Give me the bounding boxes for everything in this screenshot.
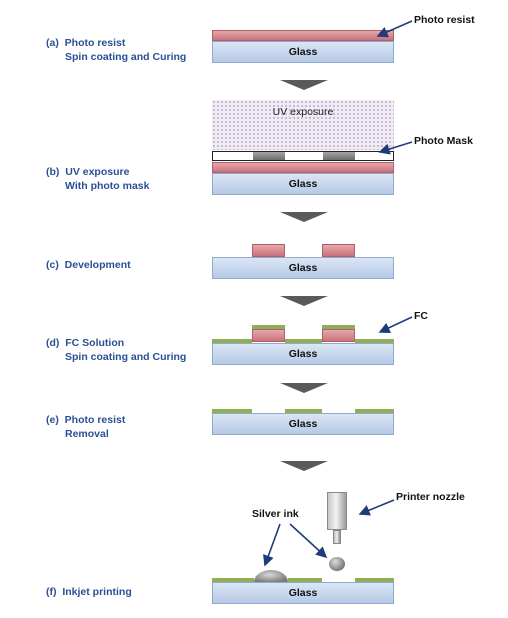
photo-resist-leader-arrow <box>376 20 413 38</box>
photo-resist-layer-a <box>212 30 394 41</box>
mask-opaque-segment-1 <box>253 152 285 160</box>
photo-resist-pattern-d-2 <box>322 329 355 342</box>
glass-substrate-c: Glass <box>212 257 394 279</box>
step-d-subtitle: Spin coating and Curing <box>65 351 187 363</box>
silver-ink-droplet <box>329 557 345 571</box>
photo-resist-layer-b <box>212 162 394 173</box>
fc-layer-f-3 <box>355 578 394 582</box>
photo-resist-pattern-c-2 <box>322 244 355 257</box>
glass-substrate-a: Glass <box>212 41 394 63</box>
fc-layer-e-2 <box>285 409 322 413</box>
printer-nozzle-tip <box>333 530 341 544</box>
fc-leader-arrow <box>378 316 413 333</box>
glass-substrate-b: Glass <box>212 173 394 195</box>
step-c-title: (c) Development <box>46 259 131 271</box>
printed-silver-ink <box>254 570 288 582</box>
uv-exposure-region: UV exposure <box>212 100 394 150</box>
fc-layer-f-2 <box>288 578 322 582</box>
glass-label-d: Glass <box>288 348 318 360</box>
printer-nozzle-leader-arrow <box>358 499 395 516</box>
process-arrow-4 <box>280 383 328 393</box>
fc-layer-d-2 <box>285 339 322 343</box>
silver-ink-callout: Silver ink <box>252 508 299 520</box>
step-a-subtitle: Spin coating and Curing <box>65 51 187 63</box>
glass-label-f: Glass <box>288 587 318 599</box>
step-e-title: (e) Photo resist <box>46 414 126 426</box>
step-b-subtitle: With photo mask <box>65 180 150 192</box>
step-e-subtitle: Removal <box>65 428 109 440</box>
photo-mask-leader-arrow <box>378 141 413 155</box>
photo-resist-pattern-d-1 <box>252 329 285 342</box>
glass-substrate-e: Glass <box>212 413 394 435</box>
process-arrow-3 <box>280 296 328 306</box>
glass-label-b: Glass <box>288 178 318 190</box>
fc-callout: FC <box>414 310 428 322</box>
fc-layer-on-pr-2 <box>322 325 355 329</box>
fc-layer-d-3 <box>355 339 394 343</box>
fc-layer-e-3 <box>355 409 394 413</box>
fc-layer-d-1 <box>212 339 252 343</box>
silver-ink-leader-arrow-2 <box>289 523 328 559</box>
glass-substrate-f: Glass <box>212 582 394 604</box>
glass-substrate-d: Glass <box>212 343 394 365</box>
step-a-title: (a) Photo resist <box>46 37 126 49</box>
photo-resist-callout: Photo resist <box>414 14 475 26</box>
glass-label-a: Glass <box>288 46 318 58</box>
step-f-label: (f) Inkjet printing <box>46 585 132 599</box>
step-b-title: (b) UV exposure <box>46 166 130 178</box>
photo-mask-callout: Photo Mask <box>414 135 473 147</box>
printer-nozzle-callout: Printer nozzle <box>396 491 465 503</box>
process-arrow-1 <box>280 80 328 90</box>
photo-resist-pattern-c-1 <box>252 244 285 257</box>
fc-layer-f-1 <box>212 578 254 582</box>
process-arrow-2 <box>280 212 328 222</box>
photo-mask <box>212 151 394 161</box>
glass-label-e: Glass <box>288 418 318 430</box>
glass-label-c: Glass <box>288 262 318 274</box>
mask-opaque-segment-2 <box>323 152 355 160</box>
silver-ink-leader-arrow-1 <box>263 523 281 567</box>
step-c-label: (c) Development <box>46 258 131 272</box>
uv-exposure-label: UV exposure <box>272 106 334 118</box>
fc-layer-on-pr-1 <box>252 325 285 329</box>
fc-layer-e-1 <box>212 409 252 413</box>
process-arrow-5 <box>280 461 328 471</box>
step-f-title: (f) Inkjet printing <box>46 586 132 598</box>
printer-nozzle <box>327 492 347 530</box>
step-d-title: (d) FC Solution <box>46 337 125 349</box>
